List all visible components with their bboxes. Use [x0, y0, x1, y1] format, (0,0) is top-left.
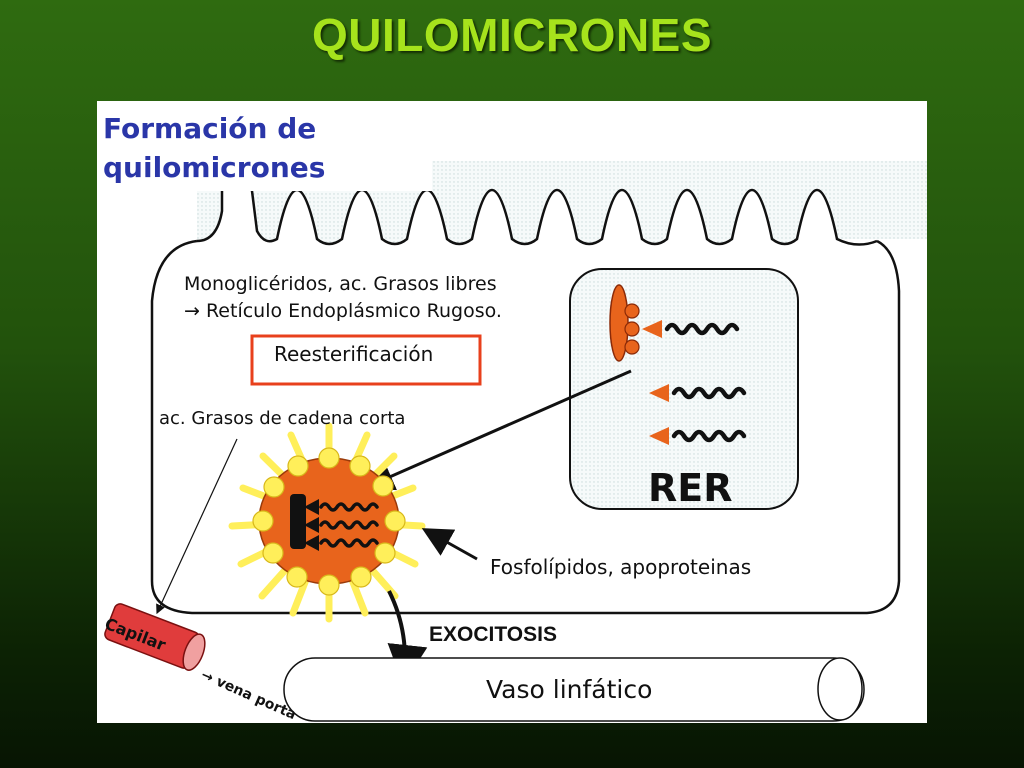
short-chain-arrow — [156, 438, 238, 615]
diagram-heading: Formación de quilomicrones — [103, 109, 325, 187]
heading-line-1: Formación de — [103, 112, 317, 145]
phospholipids-label: Fosfolípidos, apoproteinas — [490, 555, 752, 579]
reesterification-label: Reesterificación — [274, 342, 434, 366]
lymph-vessel-label: Vaso linfático — [486, 675, 653, 704]
phospholipids-arrow — [421, 528, 478, 561]
rer-fatty-acids — [642, 320, 747, 445]
lymphatic-vessel — [283, 657, 865, 722]
reesterification-box — [250, 334, 482, 386]
heading-line-2: quilomicrones — [103, 151, 326, 184]
rer-label: RER — [648, 466, 733, 510]
slide-title: QUILOMICRONES — [311, 9, 713, 61]
enterocyte-outline — [150, 239, 901, 615]
chylomicron — [228, 422, 426, 623]
monoglycerides-line-2: → Retículo Endoplásmico Rugoso. — [184, 300, 502, 322]
monoglycerides-text: Monoglicéridos, ac. Grasos libres → Retí… — [184, 271, 502, 325]
rer-membrane — [609, 284, 640, 362]
diagram-graphic — [97, 101, 927, 722]
diagram-panel: Formación de quilomicrones Monoglicérido… — [97, 101, 927, 723]
exocytosis-label: EXOCITOSIS — [429, 623, 557, 646]
capillary-tube — [104, 603, 206, 671]
short-chain-label: ac. Grasos de cadena corta — [159, 408, 406, 429]
monoglycerides-line-1: Monoglicéridos, ac. Grasos libres — [184, 273, 497, 295]
rer-to-chylomicron-arrow — [363, 369, 632, 491]
